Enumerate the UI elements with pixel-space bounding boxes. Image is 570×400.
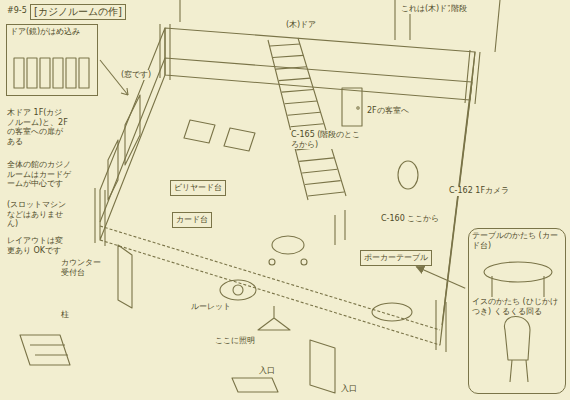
counter (118, 245, 132, 308)
node-text: イスのかたち (ひじかけつき) くるくる回る (472, 297, 562, 316)
pillar (335, 210, 345, 245)
beams (180, 0, 500, 52)
entrance (232, 340, 335, 393)
table-box: ビリヤード台 (170, 180, 226, 196)
roulette (220, 280, 256, 300)
windows (108, 95, 140, 200)
note-label: #9-5 (6, 6, 28, 16)
note-label: 入口 (340, 384, 358, 394)
inset-table (484, 262, 552, 282)
note-label: (木)ドア (285, 20, 317, 30)
inset-box: ドア(鏡)がはめ込み (6, 24, 98, 96)
note-label: ルーレット (190, 302, 232, 312)
steps (20, 335, 70, 365)
pillars (95, 24, 480, 352)
note-label: 全体の館のカジノルームはカードゲームが中心です (6, 160, 72, 189)
left-wall (100, 28, 165, 240)
connector-arrow (416, 267, 465, 288)
note-label: レイアウトは変更あり OKです (6, 236, 64, 255)
note-label: これは(木)ドア (400, 4, 456, 14)
note-label: C-160 ここから (380, 214, 440, 224)
wainscot (100, 58, 472, 325)
table-box: カード台 (172, 212, 212, 228)
table-box: ポーカーテーブル (360, 250, 432, 266)
title: [カジノルームの作] (30, 4, 126, 20)
front-wall (100, 226, 440, 345)
note-label: (窓です) (120, 70, 152, 80)
inset-box: テーブルのかたち (カード台) イスのかたち (ひじかけつき) くるくる回る (468, 228, 566, 394)
note-label: 2Fの客室へ (366, 106, 410, 116)
note-label: 入口 (258, 366, 276, 376)
tables (184, 120, 255, 151)
note-label: 木ドア 1F(カジノルーム)と、2Fの客室への扉がある (6, 108, 70, 146)
node-text: ビリヤード台 (174, 183, 222, 193)
back-wall (165, 28, 475, 100)
node-text: ドア(鏡)がはめ込み (10, 27, 94, 37)
inset-chair (504, 317, 530, 383)
node-text: ポーカーテーブル (364, 253, 428, 263)
door (342, 88, 362, 126)
note-label: 柱 (60, 310, 70, 320)
note-label: 階段 (450, 4, 468, 14)
note-label: ここに照明 (214, 336, 256, 346)
lamp (258, 306, 290, 330)
note-label: C-162 1Fカメラ (448, 186, 512, 196)
note-label: (スロットマシンなどはありません) (6, 200, 72, 229)
node-text: テーブルのかたち (カード台) (472, 231, 562, 250)
stairs (268, 38, 346, 200)
note-label: カウンター 受付台 (60, 258, 110, 277)
note-label: C-165 (階段のところから) (290, 130, 362, 149)
node-text: カード台 (176, 215, 208, 225)
